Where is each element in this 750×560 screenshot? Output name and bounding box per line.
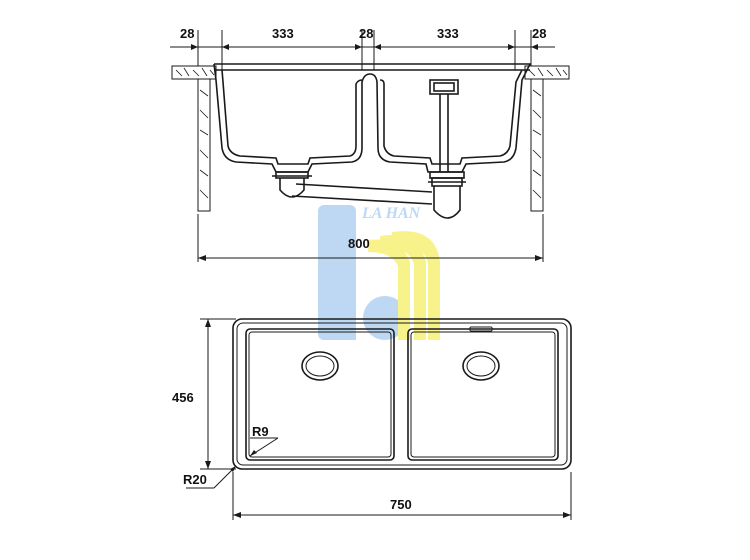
section-view: 28 333 28 333 28: [170, 26, 570, 262]
overall-width-arrows: [198, 255, 543, 261]
dim-overall-width: 800: [348, 236, 370, 251]
length-arrows: [233, 512, 571, 518]
waste-pipe: [291, 183, 433, 205]
bowl-left-inner: [248, 331, 392, 458]
dim-bowl-left: 333: [272, 26, 294, 41]
countertop-left: [171, 65, 217, 212]
bowl-right-inner: [410, 331, 556, 458]
dim-corner-outer: R20: [183, 472, 207, 487]
countertop-right: [524, 65, 570, 212]
dim-bowl-right: 333: [437, 26, 459, 41]
watermark-yellow-arc-1: [368, 239, 410, 340]
watermark-blue-arc: [318, 300, 356, 340]
drain-right-plan: [462, 351, 500, 381]
drain-left: [272, 171, 312, 198]
drain-left-plan: [301, 351, 339, 381]
dim-divider: 28: [359, 26, 373, 41]
dim-rim-right: 28: [532, 26, 546, 41]
drain-left-plan-inner: [305, 355, 335, 377]
overall-width-dimension: [197, 214, 544, 262]
dim-rim-left: 28: [180, 26, 194, 41]
bowl-right: [407, 328, 559, 461]
depth-arrows: [205, 319, 211, 469]
watermark-text: LA HAN: [361, 205, 422, 222]
dim-corner-inner: R9: [252, 424, 269, 439]
sink-cross-section: [213, 63, 531, 173]
drain-right: [428, 171, 466, 219]
depth-dimension: [200, 318, 236, 470]
drain-right-plan-inner: [466, 355, 496, 377]
sink-outer-rim: [232, 318, 572, 470]
length-dimension: [232, 472, 572, 520]
top-dimension-arrows: [191, 44, 538, 50]
sink-inner-rim: [236, 322, 568, 466]
overflow-slot: [469, 326, 493, 332]
bowl-left: [245, 328, 395, 461]
plan-view: R9 R20 456 750: [172, 318, 572, 520]
dim-overall-length: 750: [390, 497, 412, 512]
watermark-yellow-arc-2: [380, 235, 426, 340]
r9-arrow: [250, 450, 257, 456]
dim-depth: 456: [172, 390, 194, 405]
overflow-assembly: [429, 79, 459, 172]
